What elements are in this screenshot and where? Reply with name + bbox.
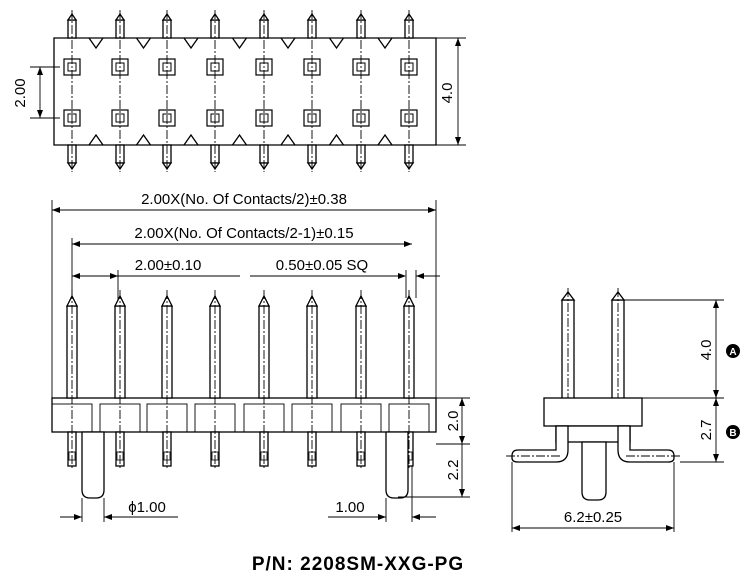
top-view-notch-top — [377, 37, 393, 50]
side-view-smt-leg-left — [511, 425, 569, 463]
dim-body-height-label: 2.0 — [445, 411, 462, 432]
top-view-body-outline — [53, 37, 437, 146]
top-view-notch-bottom — [328, 133, 345, 146]
dim-peg-offset-label: 1.00 — [335, 499, 364, 516]
dim-tail-length-arrow — [459, 489, 465, 497]
top-view-notch-top — [183, 37, 199, 50]
top-view-notch-bottom — [88, 133, 104, 146]
dim-pin-square-arrows — [398, 273, 424, 279]
dim-row-pitch-label: 2.00 — [12, 78, 29, 107]
top-view-notch-bottom — [135, 133, 152, 146]
dim-overall-label: 2.00X(No. Of Contacts/2)±0.38 — [141, 191, 347, 208]
dim-pin-square-label: 0.50±0.05 SQ — [276, 257, 368, 274]
top-view-notch-bottom — [231, 133, 248, 146]
front-view: 2.00X(No. Of Contacts/2)±0.38 2.00X(No. … — [51, 191, 470, 522]
top-view-notch-bottom — [280, 133, 296, 146]
top-view-notch-bottom — [183, 133, 199, 146]
dim-pin-length-label: 4.0 — [698, 340, 715, 361]
side-view-smt-leg-right — [617, 425, 675, 463]
top-view-notch-bottom — [377, 133, 393, 146]
dim-foot-width-label: 6.2±0.25 — [564, 509, 622, 526]
part-number-label: P/N: 2208SM-XXG-PG — [252, 554, 464, 575]
top-view: 2.00 4.0 — [12, 10, 466, 172]
dim-span-label: 2.00X(No. Of Contacts/2-1)±0.15 — [134, 225, 353, 242]
top-view-notch-top — [88, 37, 104, 50]
callout-b-label: B — [729, 428, 736, 439]
top-view-pins — [63, 10, 418, 172]
top-view-notch-top — [280, 37, 296, 50]
side-view-insulator — [543, 397, 643, 427]
top-view-notch-top — [328, 37, 345, 50]
dim-pitch-label: 2.00±0.10 — [135, 257, 202, 274]
front-view-peg-left — [81, 431, 105, 499]
dim-peg-diameter-label: ϕ1.00 — [128, 499, 166, 516]
front-view-peg-right — [385, 431, 409, 499]
top-view-notch-top — [135, 37, 152, 50]
callout-a-label: A — [729, 347, 736, 358]
top-view-notch-top — [231, 37, 248, 50]
front-view-pins — [51, 290, 430, 499]
callout-a-marker — [726, 344, 740, 358]
callout-b-marker — [726, 425, 740, 439]
dim-body-width-label: 4.0 — [439, 83, 456, 104]
dim-tail-length-label: 2.2 — [445, 460, 462, 481]
top-view-notches — [88, 37, 393, 146]
dim-peg-offset-arrows — [378, 514, 420, 520]
dim-peg-diameter-arrows — [74, 514, 112, 520]
dim-insulator-label: 2.7 — [698, 420, 715, 441]
side-view: 4.0 A 2.7 B 6.2±0.25 — [506, 288, 740, 532]
side-view-center-peg — [581, 441, 607, 501]
